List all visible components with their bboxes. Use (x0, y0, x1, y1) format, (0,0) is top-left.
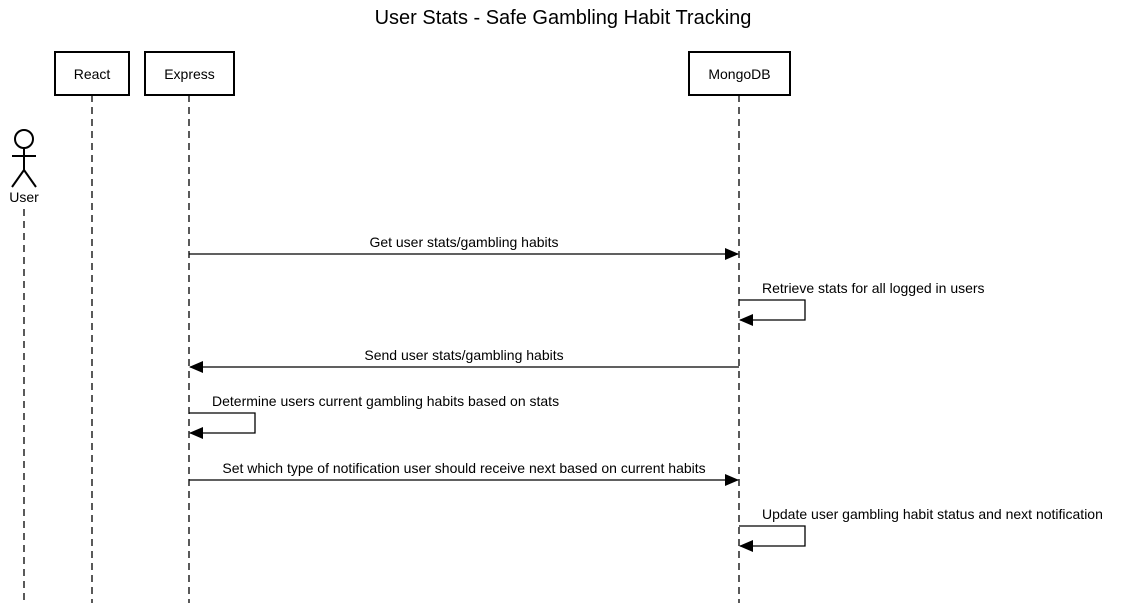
participant-box (54, 51, 130, 96)
participant-mongodb: MongoDB (688, 51, 791, 96)
message-label: Set which type of notification user shou… (222, 460, 705, 476)
message-arrow (739, 525, 806, 552)
participant-express: Express (144, 51, 235, 96)
message-determine-habits: Determine users current gambling habits … (189, 393, 559, 439)
message-label: Determine users current gambling habits … (212, 393, 559, 409)
participant-box (144, 51, 235, 96)
message-update-habit-status: Update user gambling habit status and ne… (739, 506, 1103, 552)
message-set-notification-type: Set which type of notification user shou… (189, 460, 739, 486)
message-get-user-stats: Get user stats/gambling habits (189, 234, 739, 260)
participant-label: React (74, 66, 111, 82)
participant-react: React (54, 51, 130, 96)
actor-head (14, 129, 34, 149)
actor-user: User (9, 129, 39, 205)
message-send-user-stats: Send user stats/gambling habits (189, 347, 739, 373)
message-label: Send user stats/gambling habits (364, 347, 563, 363)
message-label: Retrieve stats for all logged in users (762, 280, 985, 296)
message-retrieve-stats: Retrieve stats for all logged in users (739, 280, 985, 326)
actor-label: User (9, 189, 39, 205)
message-arrow (189, 412, 256, 439)
message-label: Update user gambling habit status and ne… (762, 506, 1103, 522)
participant-label: MongoDB (708, 66, 770, 82)
diagram-title: User Stats - Safe Gambling Habit Trackin… (374, 7, 752, 29)
participant-box (688, 51, 791, 96)
message-label: Get user stats/gambling habits (369, 234, 558, 250)
actor-leg-left (11, 169, 25, 188)
message-arrow (739, 299, 806, 326)
actor-leg-right (23, 169, 37, 188)
participant-label: Express (164, 66, 215, 82)
